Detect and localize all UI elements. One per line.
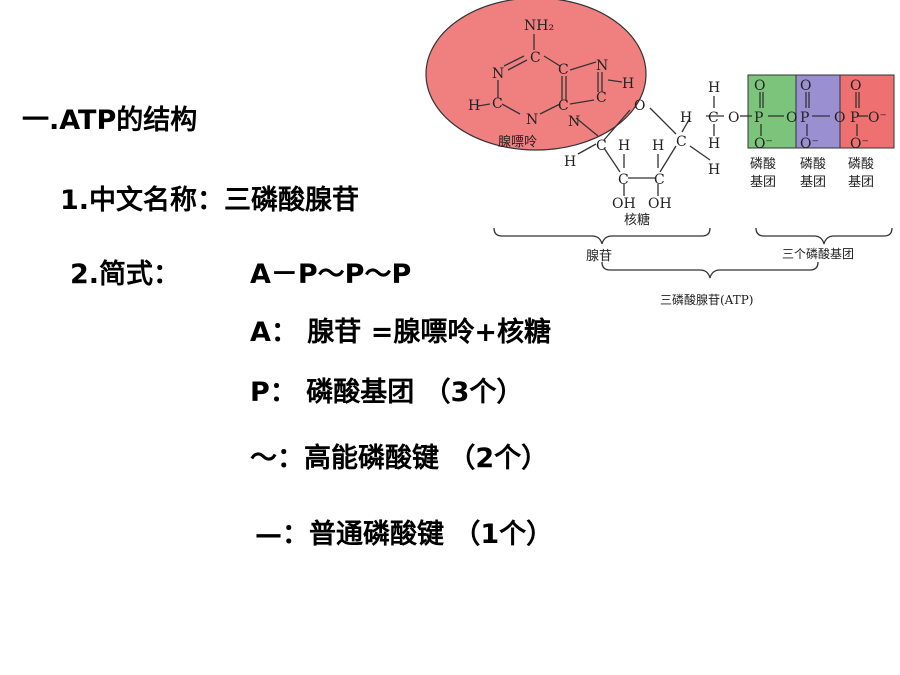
svg-text:O: O xyxy=(834,110,845,126)
formula-text: A－P～P～P xyxy=(250,259,412,290)
line-high-energy-bond: ～：高能磷酸键 （2个） xyxy=(250,443,549,474)
atom-labels: NH₂ C N C N C C N C H H N O C C C C H H … xyxy=(468,18,887,212)
phosphate-label-1b: 基团 xyxy=(750,175,776,190)
adenine-highlight xyxy=(425,0,647,151)
svg-text:N: N xyxy=(526,112,538,128)
heading-atp-structure: 一.ATP的结构 xyxy=(22,105,198,136)
phosphate-label-2a: 磷酸 xyxy=(800,157,826,172)
atp-label: 三磷酸腺苷(ATP) xyxy=(660,292,753,307)
phosphate-label-1a: 磷酸 xyxy=(750,157,776,172)
svg-text:OH: OH xyxy=(612,196,636,212)
svg-text:H: H xyxy=(708,136,720,152)
svg-text:NH₂: NH₂ xyxy=(524,18,554,34)
svg-text:O⁻: O⁻ xyxy=(800,136,819,152)
svg-text:N: N xyxy=(492,66,504,82)
svg-text:O: O xyxy=(786,110,797,126)
line-phosphate-group: P： 磷酸基团 （3个） xyxy=(250,377,524,408)
svg-text:H: H xyxy=(622,76,634,92)
svg-text:P: P xyxy=(850,110,859,126)
svg-text:O⁻: O⁻ xyxy=(850,136,869,152)
svg-text:C: C xyxy=(492,96,503,112)
svg-text:H: H xyxy=(564,154,576,170)
svg-text:H: H xyxy=(618,138,630,154)
svg-text:O⁻: O⁻ xyxy=(868,110,887,126)
svg-text:H: H xyxy=(708,162,720,178)
adenosine-label: 腺苷 xyxy=(586,249,612,264)
svg-text:C: C xyxy=(596,138,607,154)
svg-text:C: C xyxy=(558,98,569,114)
line-normal-bond: —：普通磷酸键 （1个） xyxy=(255,519,554,550)
phosphate-box-3 xyxy=(839,74,895,149)
svg-text:O: O xyxy=(754,78,765,94)
svg-text:H: H xyxy=(680,110,692,126)
svg-text:O: O xyxy=(634,98,645,114)
phosphate-box-1 xyxy=(747,74,797,149)
phosphate-label-3a: 磷酸 xyxy=(848,157,874,172)
svg-text:O: O xyxy=(850,78,861,94)
adenine-label: 腺嘌呤 xyxy=(498,134,537,150)
bond-lines xyxy=(477,34,893,279)
svg-text:C: C xyxy=(708,110,719,126)
phosphate-label-2b: 基团 xyxy=(800,175,826,190)
svg-text:O: O xyxy=(728,110,739,126)
item-chinese-name: 1.中文名称：三磷酸腺苷 xyxy=(60,185,360,216)
svg-text:C: C xyxy=(596,90,607,106)
svg-text:O⁻: O⁻ xyxy=(754,136,773,152)
svg-text:O: O xyxy=(800,78,811,94)
atp-structure-diagram: NH₂ C N C N C C N C H H N O C C C C H H … xyxy=(425,0,895,307)
line-adenosine: A： 腺苷 =腺嘌呤+核糖 xyxy=(250,317,551,348)
svg-text:C: C xyxy=(654,172,665,188)
svg-text:C: C xyxy=(530,50,541,66)
svg-text:H: H xyxy=(708,80,720,96)
svg-text:H: H xyxy=(468,98,480,114)
svg-text:N: N xyxy=(568,114,580,130)
svg-text:N: N xyxy=(596,58,608,74)
svg-text:P: P xyxy=(754,110,763,126)
svg-text:H: H xyxy=(652,138,664,154)
item-formula-label: 2.简式： xyxy=(70,259,181,290)
phosphate-label-3b: 基团 xyxy=(848,175,874,190)
three-phosphate-label: 三个磷酸基团 xyxy=(782,246,854,261)
svg-text:OH: OH xyxy=(648,196,672,212)
svg-text:C: C xyxy=(676,134,687,150)
svg-text:P: P xyxy=(800,110,809,126)
diagram-captions: 腺嘌呤 核糖 磷酸 基团 磷酸 基团 磷酸 基团 腺苷 三个磷酸基团 三磷酸腺苷… xyxy=(498,134,874,307)
svg-text:C: C xyxy=(558,62,569,78)
svg-text:C: C xyxy=(618,172,629,188)
ribose-label: 核糖 xyxy=(624,212,650,228)
